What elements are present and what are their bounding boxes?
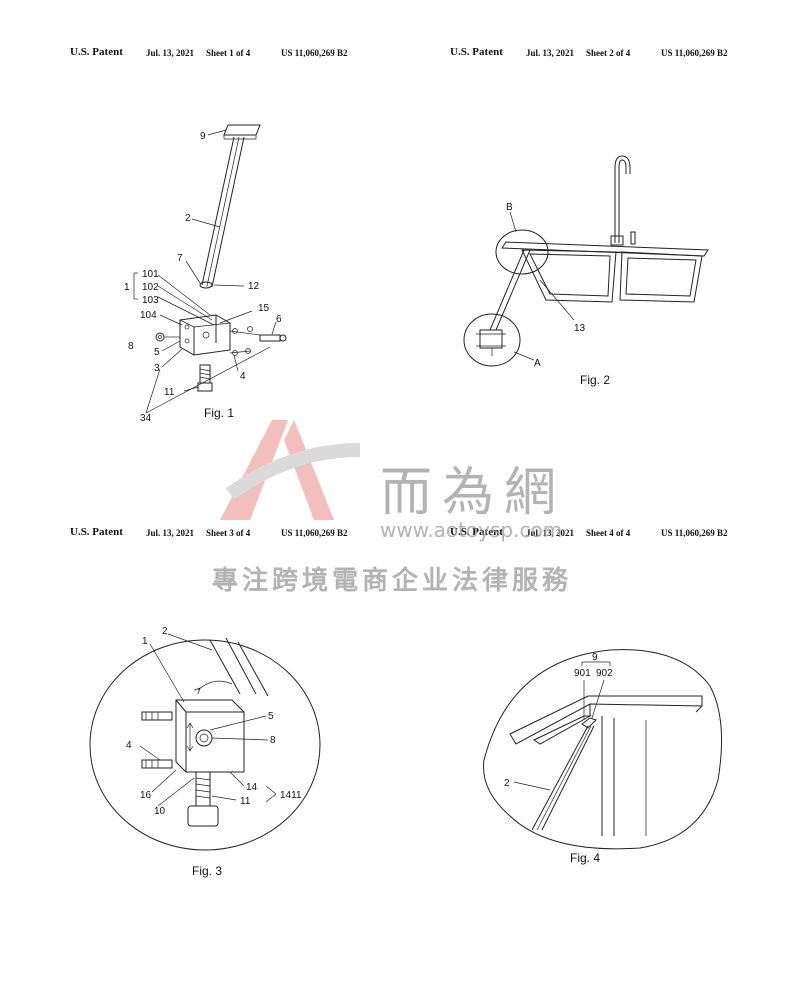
patent-label: U.S. Patent	[450, 46, 503, 58]
figure-caption: Fig. 3	[192, 864, 222, 878]
patent-number: US 11,060,269 B2	[661, 528, 728, 538]
ref-label: 1	[142, 636, 148, 647]
ref-label: A	[534, 358, 541, 369]
ref-label: 16	[140, 790, 152, 801]
ref-label: 14	[246, 782, 258, 793]
ref-label: 2	[185, 213, 191, 224]
ref-label: 12	[248, 281, 260, 292]
watermark-brand: 而為網	[380, 463, 567, 523]
patent-date: Jul. 13, 2021	[146, 528, 195, 538]
patent-number: US 11,060,269 B2	[281, 48, 348, 58]
patent-number: US 11,060,269 B2	[281, 528, 348, 538]
ref-label: 9	[592, 652, 598, 663]
ref-label: 1	[124, 282, 130, 293]
figure-2-drawing: B 13 A Fig. 2	[463, 155, 709, 387]
patent-label: U.S. Patent	[70, 46, 123, 58]
figure-1-drawing: 9 2 7 12 101 1 102 103 104 15 6 8 5 3 4 …	[124, 124, 287, 424]
ref-label: 10	[154, 806, 166, 817]
ref-label: 7	[177, 253, 183, 264]
ref-label: 5	[268, 711, 274, 722]
ref-label: 6	[276, 314, 282, 325]
ref-label: 5	[154, 347, 160, 358]
patent-date: Jul. 13, 2021	[526, 528, 575, 538]
sheet-number: Sheet 3 of 4	[206, 528, 251, 538]
sheet-number: Sheet 4 of 4	[586, 528, 631, 538]
ref-label: 8	[270, 735, 276, 746]
patent-number: US 11,060,269 B2	[661, 48, 728, 58]
ref-label: 11	[164, 387, 175, 398]
ref-label: 2	[504, 778, 510, 789]
ref-label: 11	[240, 796, 251, 807]
figure-caption: Fig. 4	[570, 851, 600, 865]
figure-3-drawing: 1 2 5 8 4 16 10 14 1411 11 Fig. 3	[89, 626, 321, 878]
ref-label: 3	[154, 363, 160, 374]
watermark-slogan: 專注跨境電商企业法律服務	[212, 566, 573, 596]
patent-date: Jul. 13, 2021	[146, 48, 195, 58]
ref-label: 4	[126, 740, 132, 751]
watermark-url: www.aotoysp.com	[380, 518, 563, 542]
ref-label: 103	[142, 295, 159, 306]
ref-label: 104	[140, 310, 157, 321]
patent-date: Jul. 13, 2021	[526, 48, 575, 58]
ref-label: 15	[258, 303, 270, 314]
sheet-number: Sheet 2 of 4	[586, 48, 631, 58]
sheet-number: Sheet 1 of 4	[206, 48, 251, 58]
patent-label: U.S. Patent	[70, 526, 123, 538]
ref-label: 102	[142, 282, 159, 293]
ref-label: 34	[140, 413, 152, 424]
ref-label: 4	[240, 371, 246, 382]
ref-label: 1411	[280, 790, 302, 801]
ref-label: B	[506, 202, 513, 213]
figure-caption: Fig. 2	[580, 373, 610, 387]
figure-4-drawing: 9 901 902 2 Fig. 4	[483, 649, 723, 865]
ref-label: 2	[162, 626, 168, 637]
ref-label: 13	[574, 323, 586, 334]
patent-label: U.S. Patent	[450, 526, 503, 538]
ref-label: 8	[128, 341, 134, 352]
ref-label: 902	[596, 668, 613, 679]
figure-caption: Fig. 1	[204, 406, 234, 420]
watermark-logo-icon	[220, 420, 361, 520]
ref-label: 901	[574, 668, 591, 679]
ref-label: 9	[200, 131, 206, 142]
ref-label: 101	[142, 269, 159, 280]
